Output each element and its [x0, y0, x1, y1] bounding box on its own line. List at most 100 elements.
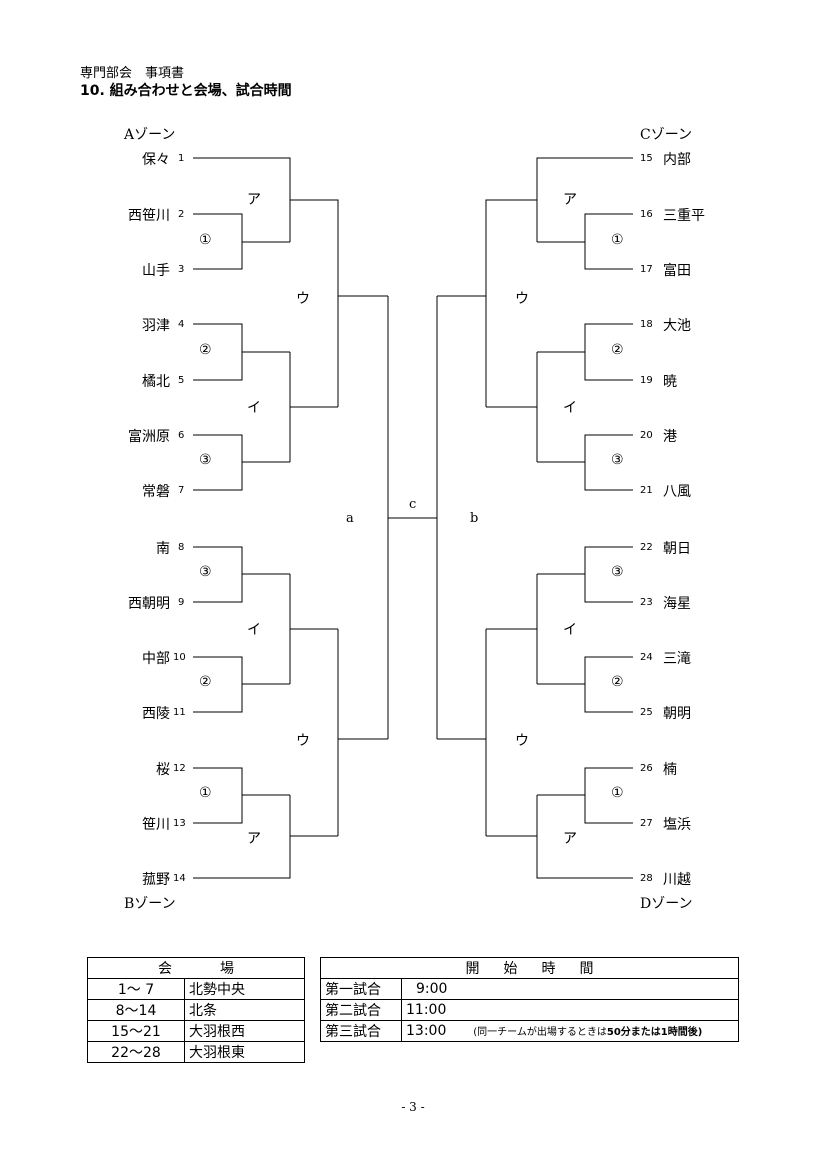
venue-table-header: 会場	[87, 957, 305, 979]
zone-b-label: Bゾーン	[124, 896, 176, 912]
match-mark: イ	[563, 622, 577, 638]
team-number: 22	[640, 542, 653, 553]
match-mark: ①	[611, 232, 624, 248]
team-name: 常磐	[142, 484, 170, 500]
zone-a-label: Aゾーン	[124, 127, 176, 143]
match-mark: ア	[247, 831, 261, 847]
team-name: 三重平	[663, 208, 705, 224]
team-number: 8	[178, 542, 185, 553]
team-number: 15	[640, 153, 653, 164]
table-row: 第一試合 9:00	[320, 978, 739, 1000]
match-mark: イ	[563, 400, 577, 416]
team-number: 25	[640, 707, 653, 718]
team-number: 21	[640, 485, 653, 496]
same-team-note-bold: 50分または1時間後)	[606, 1027, 703, 1038]
team-name: 三滝	[663, 651, 691, 667]
team-name: 川越	[663, 872, 691, 888]
team-number: 12	[173, 763, 186, 774]
table-row: 第三試合 13:00 (同一チームが出場するときは50分または1時間後)	[320, 1020, 739, 1042]
team-name: 保々	[142, 152, 170, 168]
team-number: 17	[640, 264, 653, 275]
venue-table: 会場 1～ 7 北勢中央 8～14 北条 15～21 大羽根西 22～28 大羽…	[87, 957, 305, 1063]
team-name: 富田	[663, 263, 691, 279]
match-mark: ア	[563, 831, 577, 847]
match-mark: ①	[199, 785, 212, 801]
time-table-header: 開始時間	[320, 957, 739, 979]
team-number: 6	[178, 430, 185, 441]
team-name: 南	[156, 541, 170, 557]
team-name: 朝明	[663, 706, 691, 722]
team-name: 大池	[663, 318, 691, 334]
team-name: 塩浜	[663, 817, 691, 833]
page-number: - 3 -	[401, 1100, 425, 1114]
zone-d-label: Dゾーン	[640, 896, 693, 912]
match-mark: ア	[563, 192, 577, 208]
table-row: 15～21 大羽根西	[87, 1020, 305, 1042]
team-number: 9	[178, 597, 185, 608]
team-name: 西笹川	[128, 208, 170, 224]
match-mark: ③	[611, 452, 624, 468]
team-name: 橘北	[142, 374, 170, 390]
team-name: 内部	[663, 152, 691, 168]
team-name: 笹川	[142, 817, 170, 833]
match-mark: ③	[611, 564, 624, 580]
team-number: 24	[640, 652, 653, 663]
team-number: 18	[640, 319, 653, 330]
zone-c-label: Cゾーン	[640, 127, 693, 143]
team-number: 14	[173, 873, 186, 884]
team-name: 桜	[156, 762, 170, 778]
match-mark: ②	[611, 674, 624, 690]
team-number: 20	[640, 430, 653, 441]
team-name: 楠	[663, 762, 677, 778]
team-name: 山手	[142, 263, 170, 279]
team-number: 13	[173, 818, 186, 829]
team-number: 16	[640, 209, 653, 220]
same-team-note: (同一チームが出場するときは	[473, 1027, 607, 1038]
team-number: 11	[173, 707, 186, 718]
start-time-table: 開始時間 第一試合 9:00 第二試合 11:00 第三試合 13:00 (同一…	[320, 957, 739, 1042]
final-mark-b: b	[470, 511, 479, 526]
team-name: 暁	[663, 374, 677, 390]
team-number: 10	[173, 652, 186, 663]
match-mark: ①	[199, 232, 212, 248]
match-mark: ア	[247, 192, 261, 208]
team-number: 2	[178, 209, 185, 220]
team-number: 27	[640, 818, 653, 829]
match-mark: イ	[247, 622, 261, 638]
match-mark: ウ	[296, 291, 310, 307]
match-mark: ウ	[515, 291, 529, 307]
team-number: 19	[640, 375, 653, 386]
team-name: 朝日	[663, 541, 691, 557]
section-title: 10. 組み合わせと会場、試合時間	[80, 83, 292, 99]
match-mark: ②	[199, 674, 212, 690]
final-mark-c: c	[409, 497, 417, 512]
table-row: 8～14 北条	[87, 999, 305, 1021]
match-mark: ウ	[296, 733, 310, 749]
final-mark-a: a	[346, 511, 354, 526]
team-name: 菰野	[142, 872, 170, 888]
table-row: 第二試合 11:00	[320, 999, 739, 1021]
team-name: 海星	[663, 596, 691, 612]
team-number: 23	[640, 597, 653, 608]
table-row: 1～ 7 北勢中央	[87, 978, 305, 1000]
team-number: 1	[178, 153, 185, 164]
match-mark: イ	[247, 400, 261, 416]
department-title: 専門部会 事項書	[80, 66, 185, 81]
team-name: 富洲原	[128, 429, 170, 445]
team-name: 八風	[663, 484, 691, 500]
match-mark: ③	[199, 452, 212, 468]
team-name: 羽津	[142, 318, 170, 334]
team-number: 3	[178, 264, 185, 275]
team-number: 5	[178, 375, 185, 386]
table-row: 22～28 大羽根東	[87, 1041, 305, 1063]
match-mark: ②	[199, 342, 212, 358]
team-number: 26	[640, 763, 653, 774]
match-mark: ③	[199, 564, 212, 580]
team-name: 中部	[142, 651, 170, 667]
team-name: 西朝明	[128, 596, 170, 612]
team-name: 港	[663, 429, 677, 445]
team-number: 28	[640, 873, 653, 884]
match-mark: ①	[611, 785, 624, 801]
match-mark: ウ	[515, 733, 529, 749]
